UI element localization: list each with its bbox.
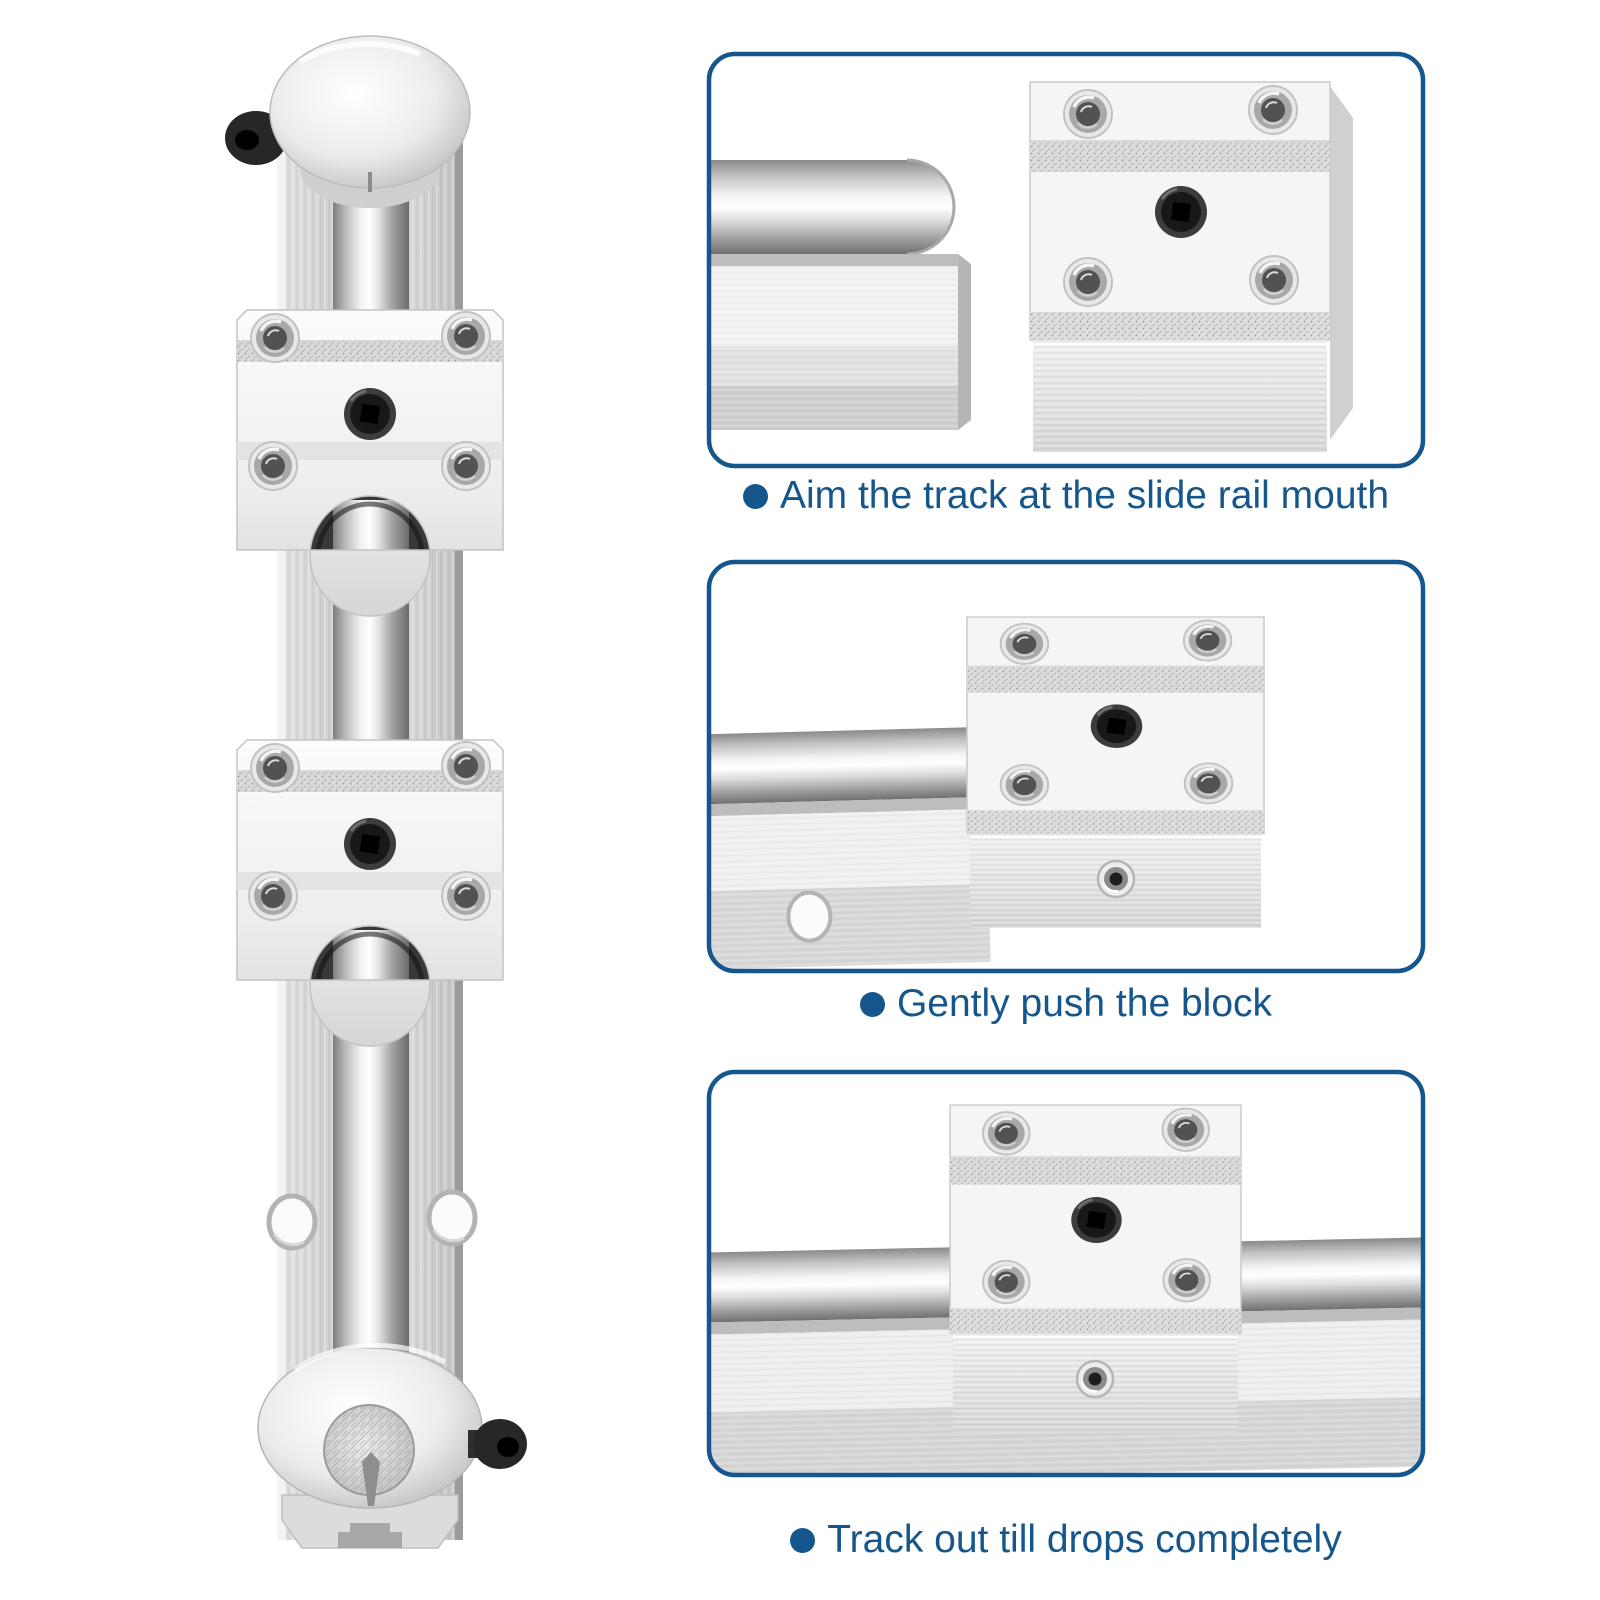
rail-bottom-end bbox=[281, 1494, 459, 1549]
bullet-icon: ● bbox=[859, 991, 885, 1017]
step-1-photo bbox=[711, 82, 1353, 452]
step-1-caption: ● Aim the track at the slide rail mouth bbox=[707, 472, 1425, 520]
step-3-photo bbox=[711, 1105, 1421, 1473]
step-3-caption-text: Track out till drops completely bbox=[827, 1518, 1342, 1561]
step-1-panel-border bbox=[706, 51, 1426, 469]
rail-with-shaft bbox=[711, 726, 991, 969]
rail-base-end bbox=[711, 254, 971, 430]
bearing-block-upper bbox=[237, 310, 503, 616]
product-photo-rail-assembly bbox=[225, 35, 527, 1549]
step-2-caption-text: Gently push the block bbox=[896, 982, 1273, 1025]
step-1-caption-text: Aim the track at the slide rail mouth bbox=[779, 474, 1390, 517]
rail-shaft-end bbox=[711, 160, 954, 254]
step-3-panel-border bbox=[706, 1069, 1426, 1478]
bullet-icon: ● bbox=[742, 483, 768, 509]
bearing-block-lower bbox=[237, 740, 503, 1046]
top-shaft-support bbox=[225, 35, 471, 208]
step-2-panel-border bbox=[706, 559, 1426, 974]
step-1-block bbox=[1030, 82, 1330, 452]
step-2-photo bbox=[711, 617, 1264, 969]
step-3-caption: ● Track out till drops completely bbox=[707, 1516, 1425, 1564]
clamp-slit bbox=[362, 1452, 380, 1506]
step-2-caption: ● Gently push the block bbox=[707, 980, 1425, 1028]
bottom-shaft-support bbox=[257, 1342, 527, 1509]
rail-mounting-holes bbox=[266, 1189, 478, 1251]
bullet-icon: ● bbox=[790, 1527, 816, 1553]
block-side-face bbox=[1330, 86, 1353, 440]
rail-mounting-hole bbox=[786, 890, 833, 943]
